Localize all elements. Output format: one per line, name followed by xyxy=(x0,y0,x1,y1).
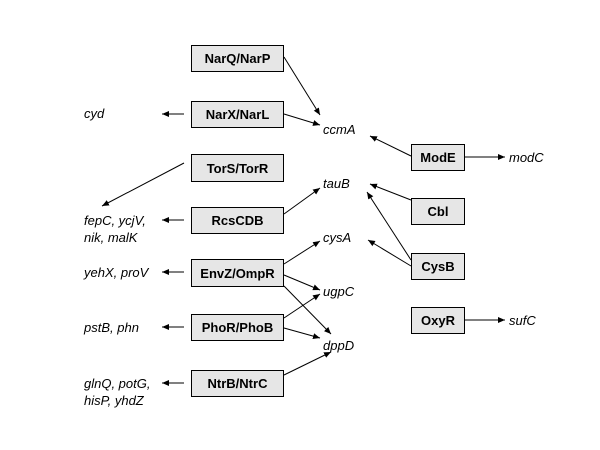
mode-box: ModE xyxy=(411,144,465,171)
rcscdb-box: RcsCDB xyxy=(191,207,284,234)
envz-ompr-box: EnvZ/OmpR xyxy=(191,259,284,287)
arrow-envzompr-to-cysa xyxy=(283,240,321,265)
gene-taub: tauB xyxy=(323,176,350,191)
arrow-rcscdb-to-taub xyxy=(283,187,321,215)
ntrb-ntrc-box: NtrB/NtrC xyxy=(191,370,284,397)
cbl-box: Cbl xyxy=(411,198,465,225)
narx-narl-box: NarX/NarL xyxy=(191,101,284,128)
arrow-torstorr-to-fepc xyxy=(101,162,185,207)
narq-narp-box: NarQ/NarP xyxy=(191,45,284,72)
gene-ugpc: ugpC xyxy=(323,284,355,299)
gene-glnq-line1: glnQ, potG, xyxy=(84,376,151,391)
arrow-phorphob-to-dppd xyxy=(283,327,321,340)
arrow-phorphob-to-ugpc xyxy=(283,293,321,319)
arrow-envzompr-to-ugpc xyxy=(283,274,321,291)
arrow-cbl-to-taub xyxy=(369,183,412,201)
tors-torr-box: TorS/TorR xyxy=(191,154,284,182)
gene-fepc-line1: fepC, ycjV, xyxy=(84,213,146,228)
phor-phob-box: PhoR/PhoB xyxy=(191,314,284,341)
gene-glnq-potg: glnQ, potG, hisP, yhdZ xyxy=(84,375,150,409)
gene-glnq-line2: hisP, yhdZ xyxy=(84,393,144,408)
gene-sufc: sufC xyxy=(509,313,536,328)
arrow-narxnarl-to-ccma xyxy=(283,113,321,126)
gene-yehx-prov: yehX, proV xyxy=(84,265,149,280)
gene-fepc-ycjv: fepC, ycjV, nik, malK xyxy=(84,212,146,246)
arrow-cysb-to-cysa xyxy=(367,239,412,267)
gene-cysa: cysA xyxy=(323,230,352,245)
arrow-mode-to-ccma xyxy=(369,135,412,157)
arrow-cysb-to-taub xyxy=(366,191,412,261)
gene-cyd: cyd xyxy=(84,106,105,121)
gene-fepc-line2: nik, malK xyxy=(84,230,138,245)
gene-ccma: ccmA xyxy=(323,122,356,137)
arrow-ntrbntrc-to-dppd xyxy=(283,351,332,376)
gene-dppd: dppD xyxy=(323,338,355,353)
arrow-narqnarp-to-ccma xyxy=(283,56,321,116)
oxyr-box: OxyR xyxy=(411,307,465,334)
cysb-box: CysB xyxy=(411,253,465,280)
gene-modc: modC xyxy=(509,150,544,165)
gene-pstb-phn: pstB, phn xyxy=(84,320,139,335)
arrow-envzompr-to-dppd xyxy=(283,285,332,335)
